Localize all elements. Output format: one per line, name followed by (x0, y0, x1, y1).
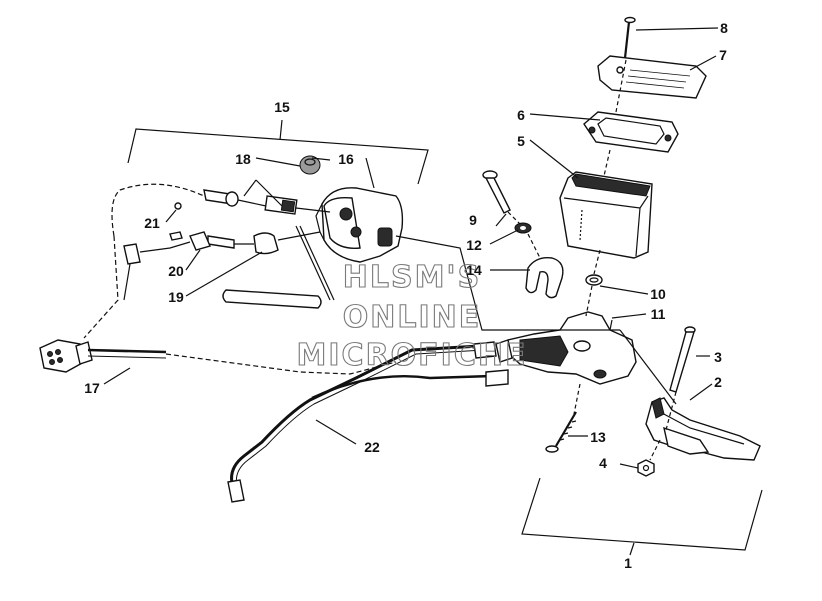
callout-13: 13 (590, 429, 606, 445)
callout-20: 20 (168, 263, 184, 279)
callout-leaders (103, 27, 719, 469)
watermark: HLSM'S ONLINE MICROFICHE (296, 259, 528, 373)
clamp-14 (525, 257, 564, 299)
reservoir-5 (559, 171, 653, 259)
callout-10: 10 (650, 286, 666, 302)
watermark-line-1: HLSM'S (343, 260, 481, 295)
callout-15: 15 (274, 99, 290, 115)
callout-14: 14 (466, 262, 482, 278)
o-ring-10 (585, 274, 603, 286)
bulb-21 (169, 202, 183, 241)
washer-12 (514, 222, 532, 234)
callout-1: 1 (624, 555, 632, 571)
switch-housing-16 (315, 187, 404, 263)
screw-8 (623, 16, 636, 59)
nut-4 (637, 459, 655, 477)
callout-2: 2 (714, 374, 722, 390)
pivot-bolt-3 (669, 326, 696, 393)
callout-22: 22 (364, 439, 380, 455)
bolt-9 (482, 170, 511, 214)
group-bracket-1 (521, 477, 763, 556)
screw-13 (545, 411, 577, 453)
callout-7: 7 (719, 47, 727, 63)
brake-lever-2 (645, 397, 761, 461)
alignment-lines-brake (507, 59, 677, 461)
callout-9: 9 (469, 212, 477, 228)
switch-lower-connector (207, 231, 321, 255)
switch-upper-connector (203, 189, 331, 215)
group-bracket-15 (127, 119, 429, 185)
lever-link-line (619, 329, 677, 405)
watermark-line-3: MICROFICHE (297, 338, 528, 373)
callout-18: 18 (235, 151, 251, 167)
gasket-6 (583, 111, 679, 153)
callout-21: 21 (144, 215, 160, 231)
switch-callout-guides (123, 179, 620, 331)
callout-4: 4 (599, 455, 607, 471)
callout-labels: 1 2 3 4 5 6 7 8 9 10 11 12 13 14 15 16 1… (84, 20, 728, 571)
callout-11: 11 (651, 306, 666, 322)
callout-12: 12 (466, 237, 482, 253)
wire-harness-17 (39, 183, 397, 375)
heater-element (222, 289, 322, 309)
watermark-line-2: ONLINE (343, 300, 482, 335)
callout-16: 16 (338, 151, 354, 167)
callout-19: 19 (168, 289, 184, 305)
callout-6: 6 (517, 107, 525, 123)
terminal-20 (123, 231, 211, 265)
knob-18 (299, 155, 321, 175)
callout-3: 3 (714, 349, 722, 365)
callout-17: 17 (84, 380, 100, 396)
callout-5: 5 (517, 133, 525, 149)
callout-8: 8 (720, 20, 728, 36)
brake-hose-22 (227, 341, 509, 503)
reservoir-cover-7 (597, 55, 707, 99)
